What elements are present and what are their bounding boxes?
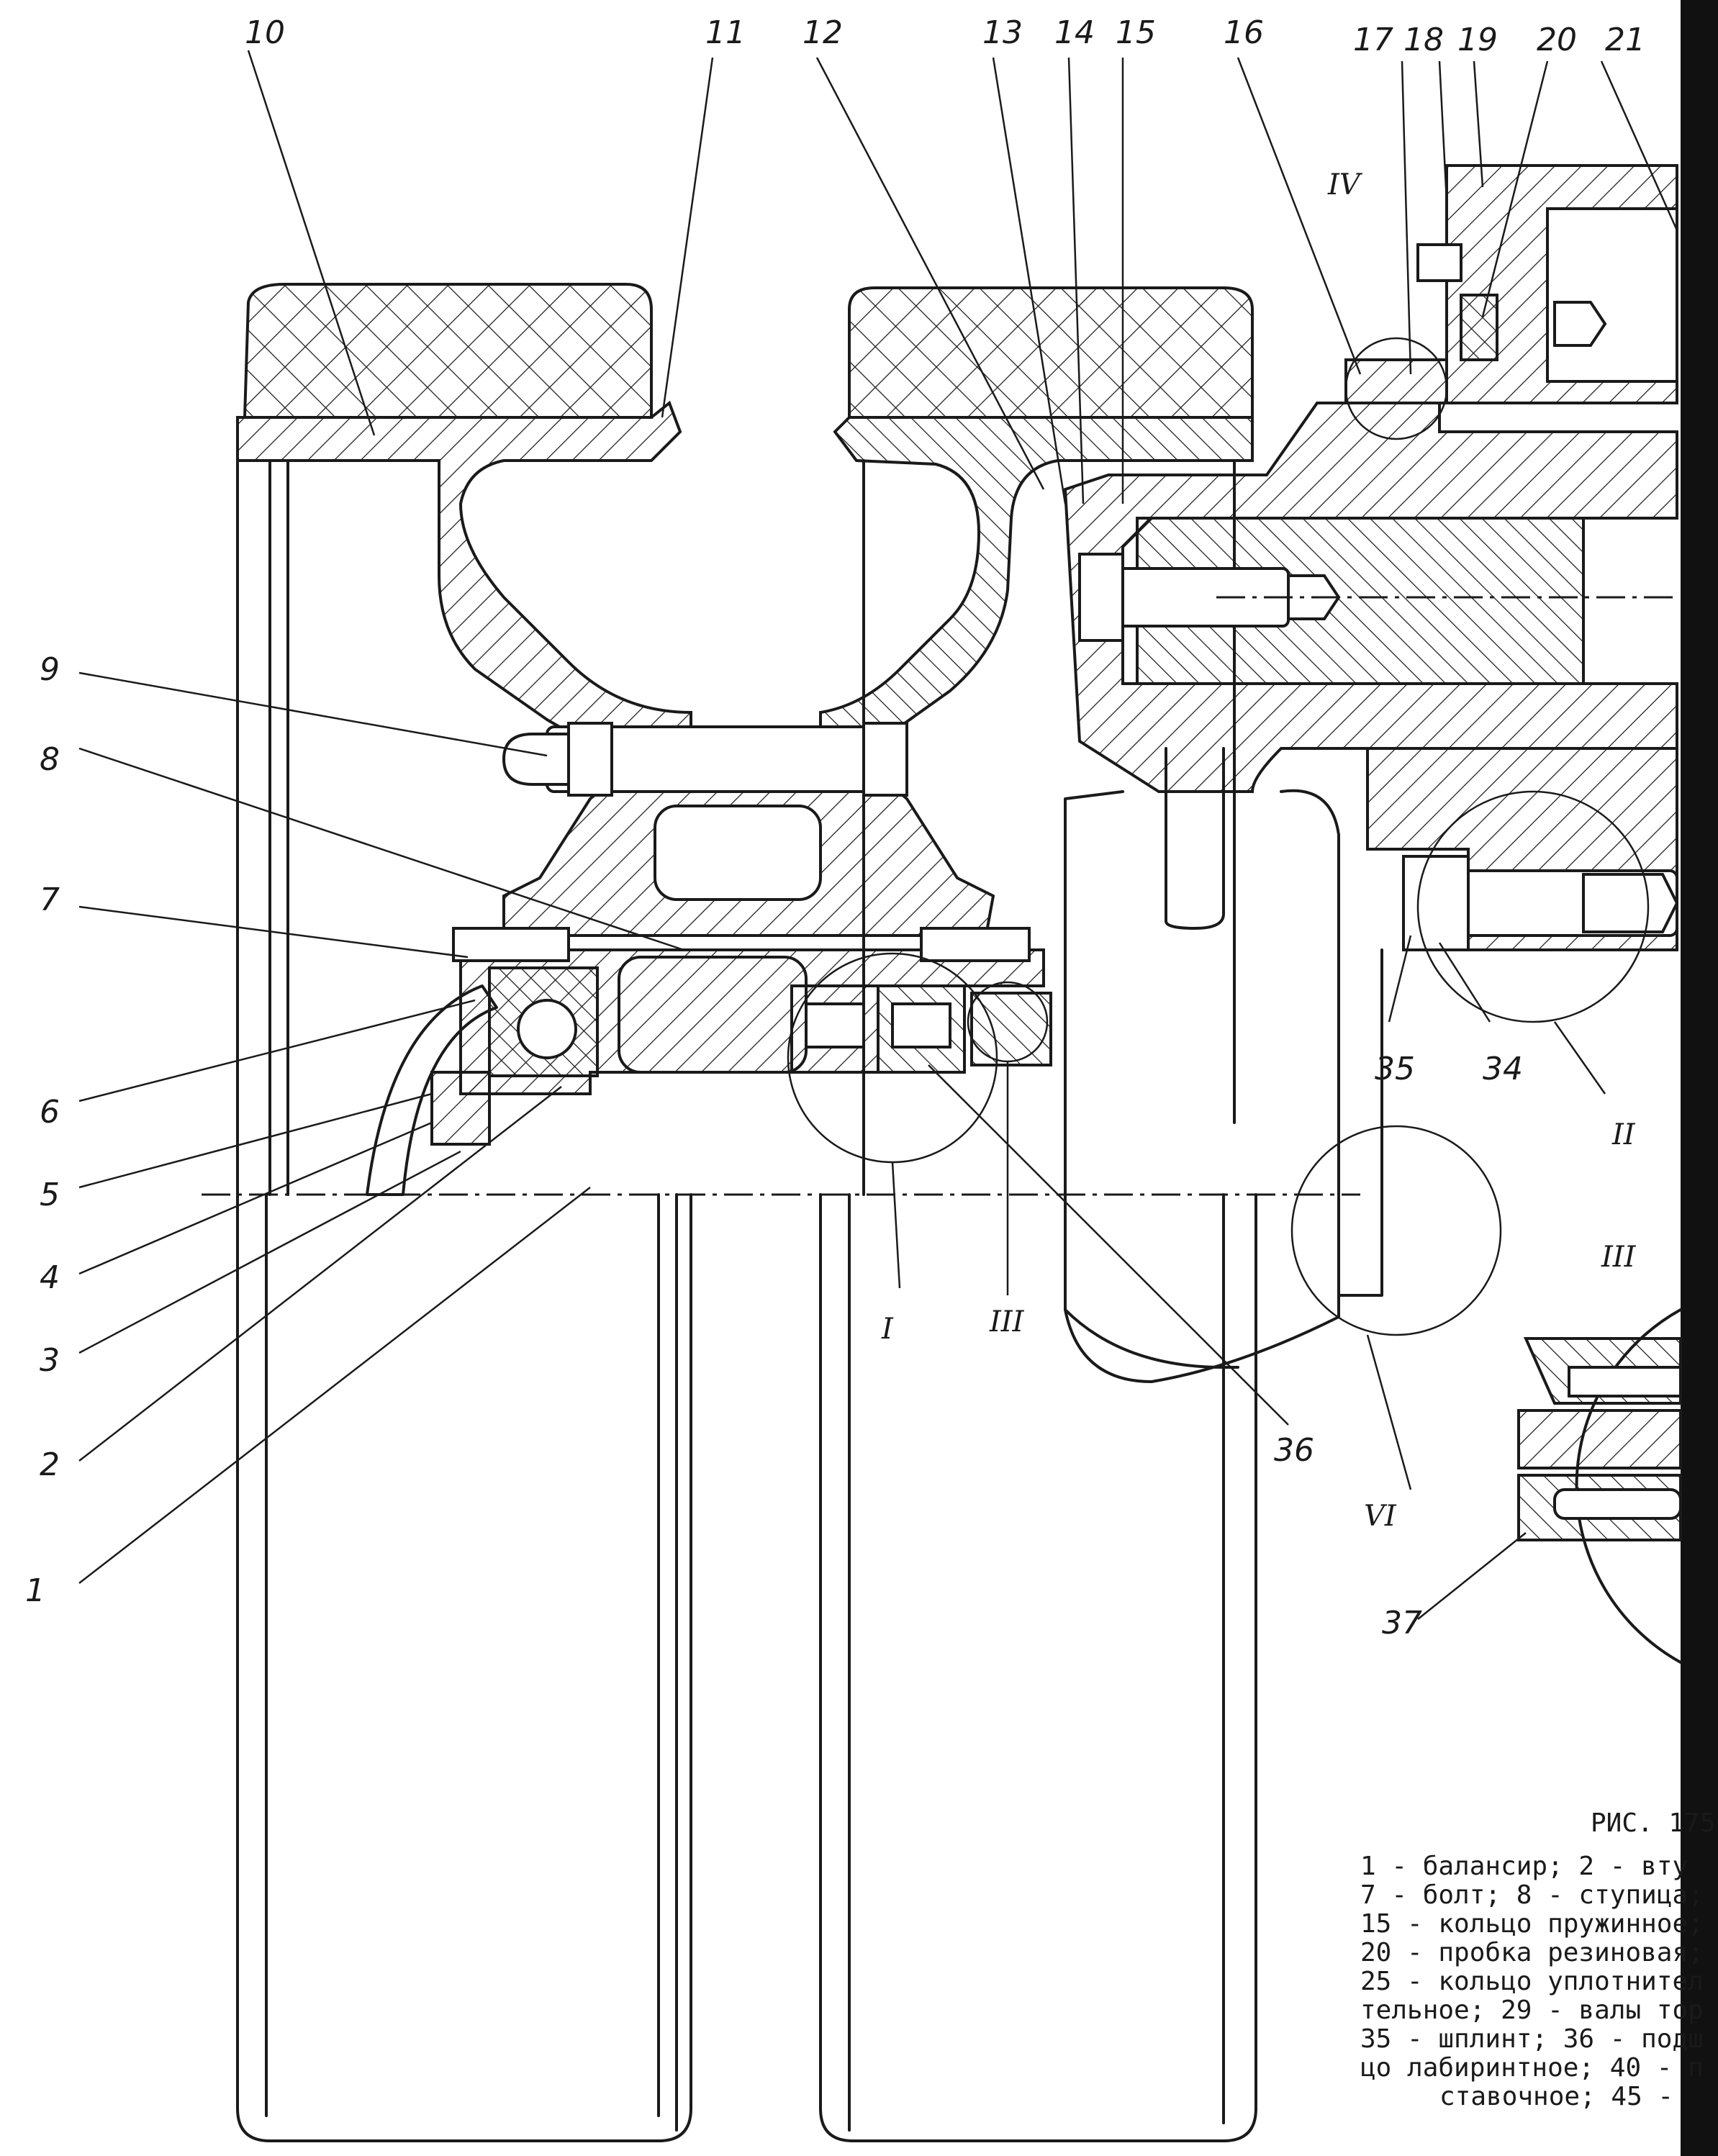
detail-iii-title: III: [1601, 1241, 1637, 1274]
label-14: 14: [1054, 14, 1095, 51]
left-wheel: [236, 283, 692, 2142]
label-21: 21: [1605, 22, 1645, 58]
label-8: 8: [40, 741, 60, 778]
label-17: 17: [1353, 22, 1393, 58]
label-35: 35: [1375, 1051, 1415, 1087]
label-10: 10: [245, 14, 285, 51]
label-15: 15: [1116, 14, 1156, 51]
label-16: 16: [1224, 14, 1264, 51]
mark-i: I: [881, 1313, 894, 1346]
label-4: 4: [40, 1259, 60, 1296]
label-19: 19: [1457, 22, 1498, 58]
label-7: 7: [40, 882, 60, 918]
figure-caption: 1 - балансир; 2 - вту 7 - болт; 8 - ступ…: [1360, 1852, 1704, 2111]
mark-vi: VI: [1364, 1500, 1397, 1533]
caption-line: ставочное; 45 -: [1439, 2082, 1673, 2111]
label-37: 37: [1382, 1605, 1422, 1641]
caption-line: 1 - балансир; 2 - вту: [1360, 1852, 1688, 1881]
caption-line: 35 - шплинт; 36 - подш: [1360, 2024, 1704, 2054]
caption-line: 20 - пробка резиновая;: [1360, 1938, 1704, 1967]
label-11: 11: [705, 14, 746, 51]
label-20: 20: [1537, 22, 1577, 58]
leader-lines: [78, 50, 1678, 1620]
mark-iii: III: [989, 1305, 1025, 1339]
label-3: 3: [40, 1342, 60, 1379]
mark-iv: IV: [1327, 168, 1363, 201]
axle-assembly: [1063, 164, 1679, 1383]
detail-iii-view: [1517, 1308, 1682, 1664]
label-1: 1: [25, 1572, 45, 1609]
label-2: 2: [40, 1446, 60, 1483]
label-9: 9: [40, 651, 60, 688]
mark-ii: II: [1611, 1118, 1636, 1151]
caption-line: тельное; 29 - валы тор: [1360, 1996, 1704, 2025]
label-18: 18: [1403, 22, 1444, 58]
label-13: 13: [982, 14, 1023, 51]
caption-line: цо лабиринтное; 40 - п: [1360, 2053, 1704, 2083]
right-wheel: [819, 286, 1257, 2142]
scan-edge: [1681, 0, 1718, 2156]
label-34: 34: [1483, 1051, 1523, 1087]
caption-line: 15 - кольцо пружинное;: [1360, 1909, 1704, 1939]
label-6: 6: [40, 1094, 60, 1131]
figure-label: РИС. 175: [1591, 1808, 1715, 1838]
caption-line: 25 - кольцо уплотнител: [1360, 1967, 1704, 1996]
label-5: 5: [40, 1177, 60, 1213]
label-36: 36: [1274, 1432, 1314, 1469]
detail-circle-vi: [1290, 1125, 1502, 1336]
label-12: 12: [803, 14, 843, 51]
caption-line: 7 - болт; 8 - ступица;: [1360, 1880, 1704, 1910]
hub-assembly: [366, 722, 1052, 1196]
detail-circle-iv: [1344, 337, 1448, 440]
detail-circle-ii: [1416, 790, 1650, 1023]
